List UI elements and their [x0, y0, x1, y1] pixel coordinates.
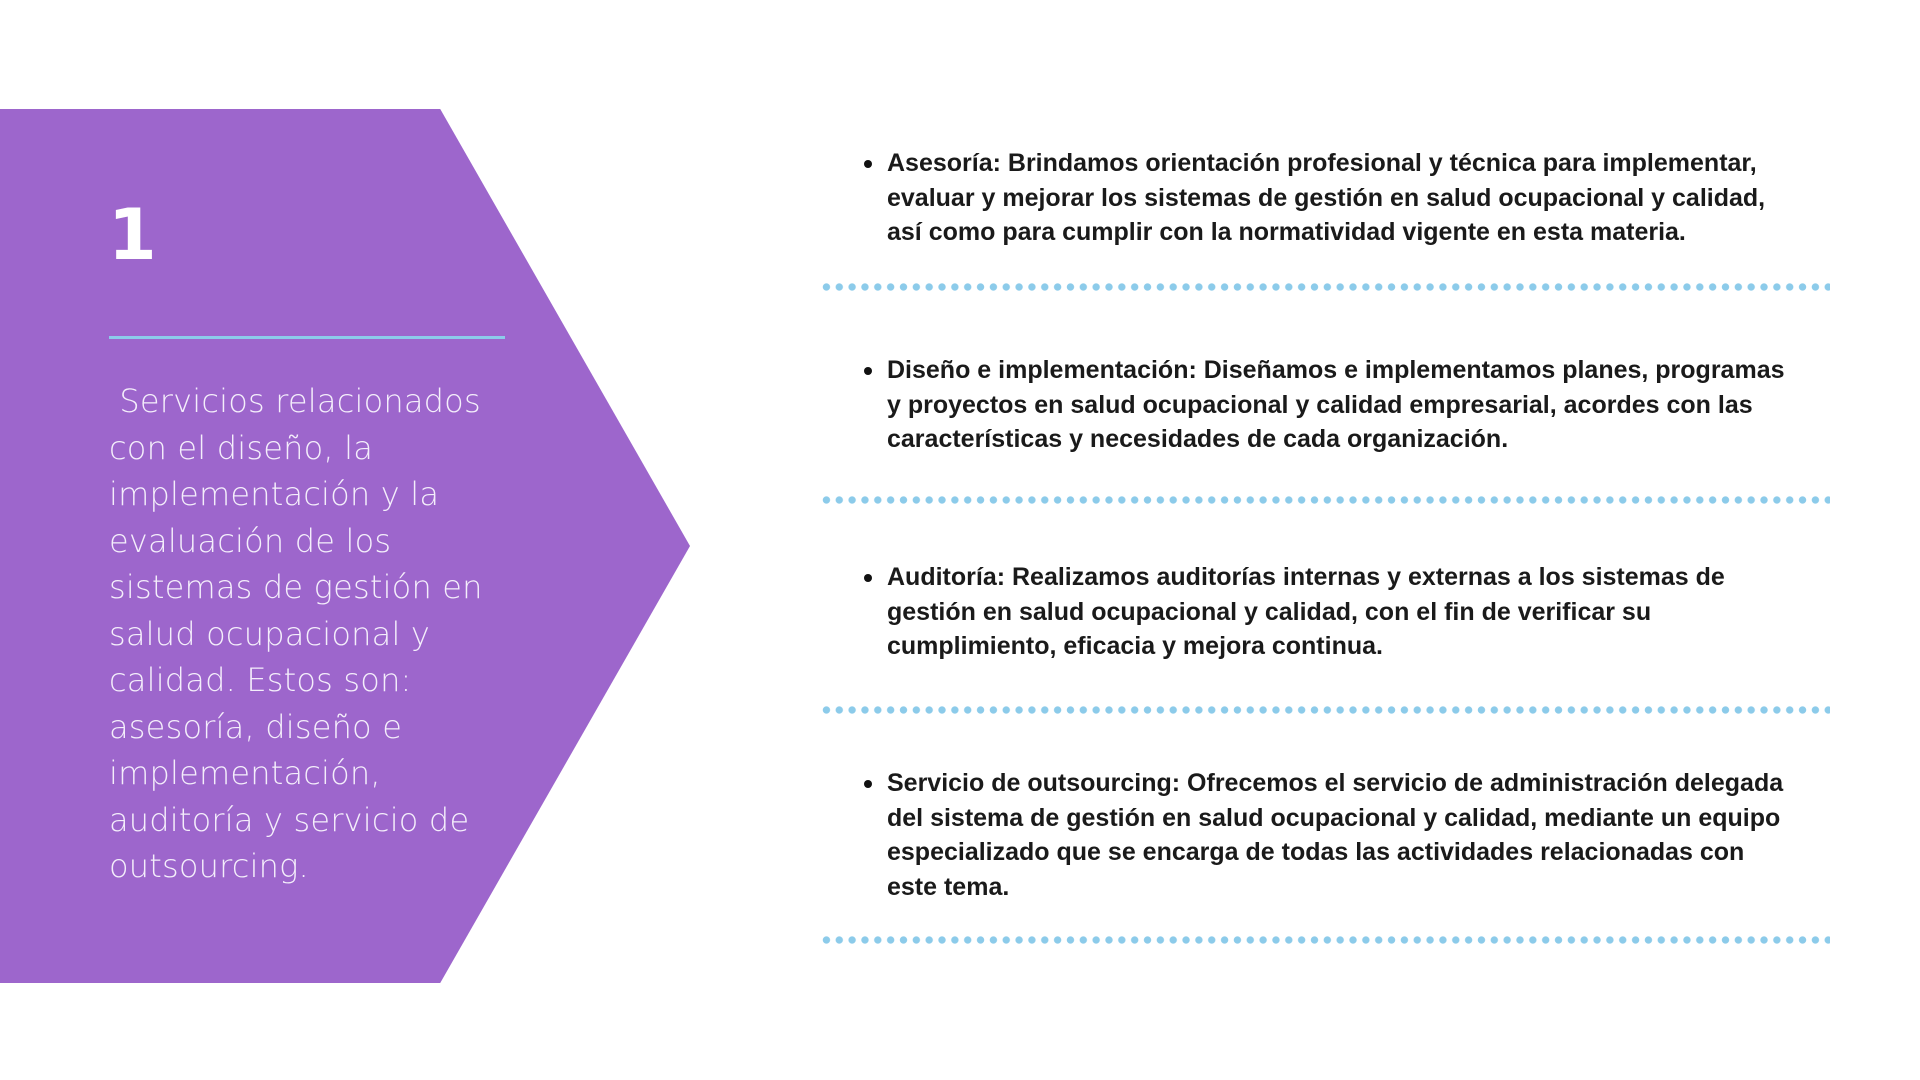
list-item-text: Asesoría: Brindamos orientación profesio…	[887, 149, 1766, 246]
bullet-icon	[864, 160, 872, 168]
dotted-divider	[820, 282, 1830, 292]
section-description: Servicios relacionados con el diseño, la…	[109, 382, 483, 885]
dotted-divider	[820, 935, 1830, 945]
services-list: Asesoría: Brindamos orientación profesio…	[820, 0, 1850, 1080]
bullet-icon	[864, 367, 872, 375]
bullet-icon	[864, 574, 872, 582]
bullet-icon	[864, 780, 872, 788]
dotted-divider	[820, 705, 1830, 715]
section-number: 1	[108, 194, 157, 276]
dotted-divider	[820, 495, 1830, 505]
list-item-text: Servicio de outsourcing: Ofrecemos el se…	[887, 769, 1784, 901]
list-item-text: Diseño e implementación: Diseñamos e imp…	[887, 356, 1785, 453]
list-item-text: Auditoría: Realizamos auditorías interna…	[887, 563, 1725, 660]
title-divider	[109, 336, 505, 339]
